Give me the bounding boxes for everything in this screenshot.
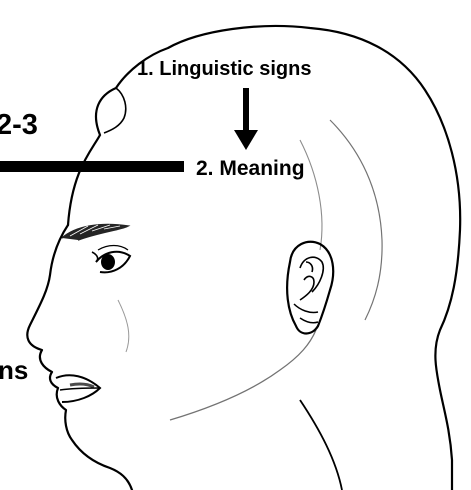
- jaw-line: [170, 330, 316, 420]
- connector-bar: [0, 161, 184, 172]
- arrow-head-icon: [234, 130, 258, 150]
- eye-lashes: [92, 252, 98, 262]
- eye-crease: [98, 246, 128, 251]
- ear-inner: [300, 257, 323, 300]
- hair-detail-line: [104, 88, 126, 133]
- lip-shade: [70, 384, 94, 387]
- eye-iris: [101, 254, 115, 270]
- cheek-line: [118, 300, 129, 352]
- face-profile: [27, 225, 132, 490]
- label-left-bottom-fragment: ns: [0, 357, 28, 383]
- hair-strand-line: [330, 120, 382, 320]
- head-outline: [68, 26, 460, 490]
- ear-outline: [287, 242, 333, 334]
- neck-line: [300, 400, 342, 490]
- label-left-top-fragment: 2-3: [0, 111, 38, 140]
- ear-lobe: [294, 304, 318, 323]
- label-meaning: 2. Meaning: [196, 158, 305, 179]
- label-linguistic-signs: 1. Linguistic signs: [137, 59, 311, 79]
- lip-line: [60, 388, 100, 390]
